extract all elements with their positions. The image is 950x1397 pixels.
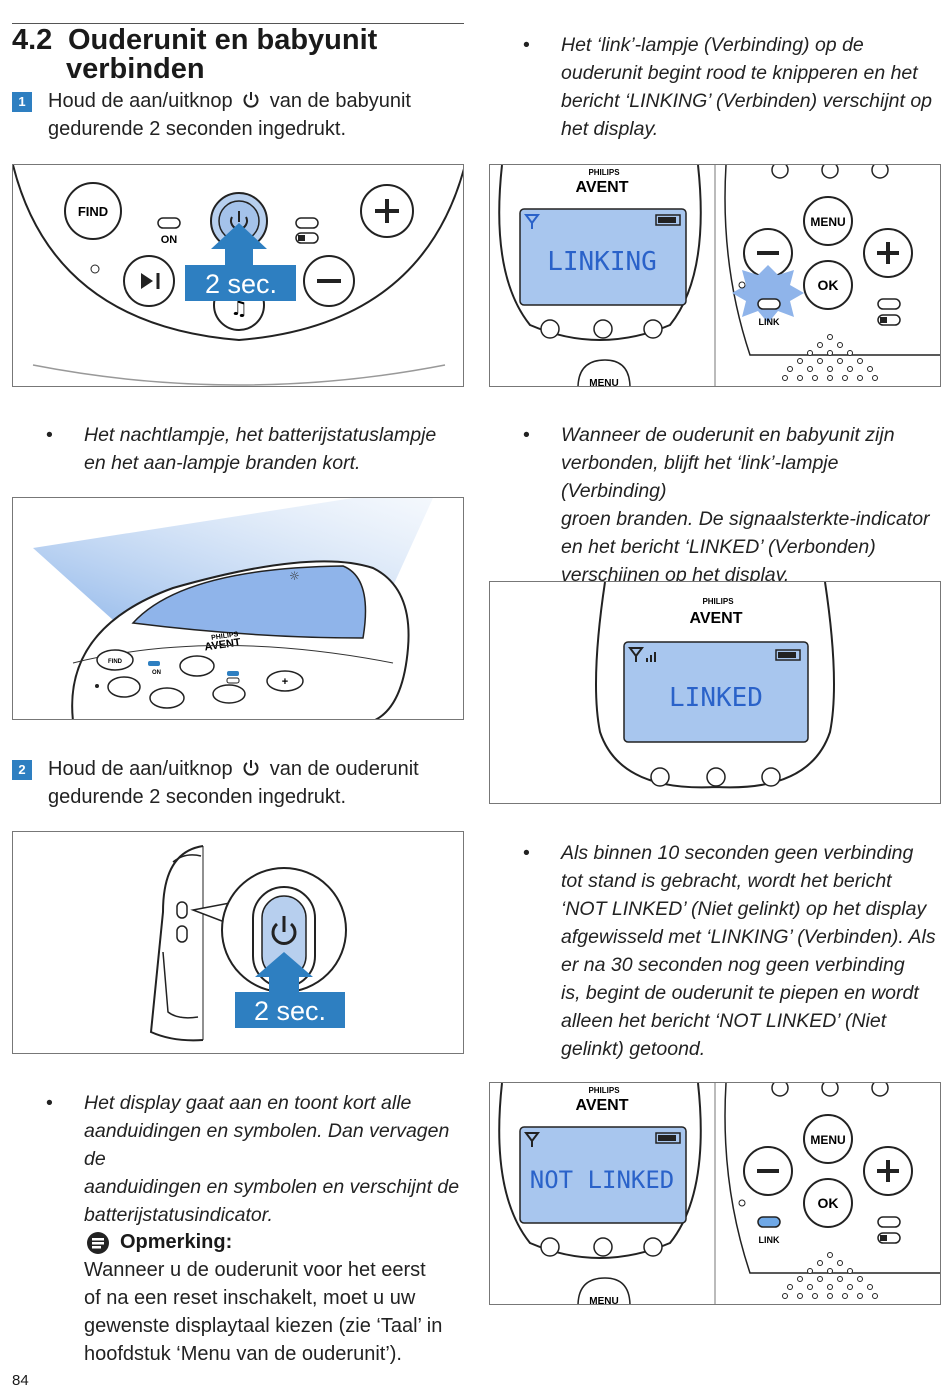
- figure-parent-side: 2 sec.: [12, 831, 464, 1054]
- b4-line6: is, begint de ouderunit te piepen en wor…: [561, 982, 919, 1004]
- note-title: Opmerking:: [120, 1231, 233, 1253]
- figure-baby-unit: FIND ON ♫ 2 sec.: [12, 164, 464, 387]
- section-heading: 4.2 Ouderunit en babyunit verbinden: [12, 26, 377, 84]
- section-title-line1: Ouderunit en babyunit: [68, 24, 378, 56]
- on-label-small: ON: [152, 670, 161, 676]
- step-1-line1-after: van de babyunit: [269, 90, 411, 112]
- lullaby-icon: ♫: [230, 296, 248, 320]
- link-label-3: LINK: [759, 1235, 780, 1245]
- note-line4: hoofdstuk ‘Menu van de ouderunit’).: [84, 1343, 402, 1365]
- step-badge-1: 1: [12, 92, 32, 112]
- b4-line4: afgewisseld met ‘LINKING’ (Verbinden). A…: [561, 926, 936, 948]
- b4-line8: gelinkt) getoond.: [561, 1038, 706, 1060]
- b3-line1: Wanneer de ouderunit en babyunit zijn: [561, 424, 895, 446]
- b1-line4: het display.: [561, 118, 659, 140]
- night-light-icon: ☼: [289, 569, 300, 583]
- lcd-linking: LINKING: [547, 247, 657, 277]
- b4-line2: tot stand is gebracht, wordt het bericht: [561, 870, 892, 892]
- brand-philips-3: PHILIPS: [588, 1086, 620, 1095]
- svg-text:+: +: [282, 676, 288, 688]
- menu-label-3: MENU: [810, 1133, 845, 1147]
- bullet-night-light: • Het nachtlampje, het batterijstatuslam…: [46, 424, 437, 474]
- duration-badge-2: 2 sec.: [254, 996, 326, 1026]
- step-1-line2: gedurende 2 seconden ingedrukt.: [48, 118, 347, 140]
- figure-baby-unit-light: ☼ PHILIPS AVENT FIND ON +: [12, 497, 464, 720]
- b3-line5: verschijnen op het display.: [561, 564, 790, 586]
- b2-line2: en het aan-lampje branden kort.: [84, 452, 361, 474]
- b5-line1: Het display gaat aan en toont kort alle: [84, 1092, 412, 1114]
- step-1-line1: Houd de aan/uitknop: [48, 90, 233, 112]
- menu-label-1a: MENU: [589, 378, 618, 387]
- ok-label-3: OK: [818, 1195, 839, 1211]
- ok-label-1: OK: [818, 277, 839, 293]
- figure-linked: PHILIPS AVENT LINKED: [489, 581, 941, 804]
- bullet-link-light: • Het ‘link’-lampje (Verbinding) op de o…: [523, 34, 933, 140]
- top-rule: [12, 23, 464, 24]
- b3-line3: groen branden. De signaalsterkte-indicat…: [561, 508, 930, 530]
- step-2-line2: gedurende 2 seconden ingedrukt.: [48, 786, 347, 808]
- b5-line4: batterijstatusindicator.: [84, 1204, 273, 1226]
- b4-line3: ‘NOT LINKED’ (Niet gelinkt) op het displ…: [561, 898, 927, 920]
- brand-avent-3: AVENT: [575, 1097, 628, 1114]
- step-1-text: Houd de aan/uitknop van de babyunit gedu…: [48, 87, 411, 143]
- duration-badge: 2 sec.: [205, 269, 277, 299]
- lcd-linked: LINKED: [669, 683, 763, 713]
- note-line2: of na een reset inschakelt, moet u uw: [84, 1287, 416, 1309]
- note-line3: gewenste displaytaal kiezen (zie ‘Taal’ …: [84, 1315, 443, 1337]
- bullet-linked: • Wanneer de ouderunit en babyunit zijn …: [523, 424, 930, 586]
- on-label: ON: [161, 234, 178, 246]
- figure-not-linked: PHILIPS AVENT NOT LINKED MENU MENU OK LI…: [489, 1082, 941, 1305]
- bullet-not-linked: • Als binnen 10 seconden geen verbinding…: [523, 842, 936, 1060]
- b1-line1: Het ‘link’-lampje (Verbinding) op de: [561, 34, 864, 56]
- step-2-line1-after: van de ouderunit: [269, 758, 419, 780]
- b5-line3: aanduidingen en symbolen en verschijnt d…: [84, 1176, 460, 1198]
- brand-avent-1: AVENT: [575, 179, 628, 196]
- b3-line2: verbonden, blijft het ‘link’-lampje (Ver…: [561, 452, 839, 502]
- brand-philips-1: PHILIPS: [588, 168, 620, 177]
- find-label: FIND: [78, 204, 108, 219]
- step-badge-2: 2: [12, 760, 32, 780]
- section-number: 4.2: [12, 24, 53, 56]
- menu-label-1: MENU: [810, 215, 845, 229]
- figure-linking: PHILIPS AVENT LINKING MENU MENU OK LINK: [489, 164, 941, 387]
- b1-line3: bericht ‘LINKING’ (Verbinden) verschijnt…: [561, 90, 933, 112]
- note-line1: Wanneer u de ouderunit voor het eerst: [84, 1259, 426, 1281]
- brand-philips-small: PHILIPS: [211, 631, 239, 642]
- section-title-line2: verbinden: [66, 53, 205, 85]
- b3-line4: en het bericht ‘LINKED’ (Verbonden): [561, 536, 876, 558]
- b5-line2: aanduidingen en symbolen. Dan vervagen d…: [84, 1120, 450, 1170]
- page-number: 84: [12, 1372, 29, 1389]
- menu-label-3a: MENU: [589, 1296, 618, 1305]
- brand-avent-2: AVENT: [689, 610, 742, 627]
- note-text: Wanneer u de ouderunit voor het eerst of…: [84, 1256, 464, 1368]
- find-label-small: FIND: [108, 659, 123, 665]
- b1-line2: ouderunit begint rood te knipperen en he…: [561, 62, 918, 84]
- step-2-text: Houd de aan/uitknop van de ouderunit ged…: [48, 755, 419, 811]
- link-label-1: LINK: [759, 317, 780, 327]
- power-icon-2: [243, 760, 259, 776]
- step-2-line1: Houd de aan/uitknop: [48, 758, 233, 780]
- note-icon: [87, 1232, 109, 1254]
- bullet-display-on: • Het display gaat aan en toont kort all…: [46, 1092, 460, 1226]
- lcd-not-linked: NOT LINKED: [530, 1166, 675, 1194]
- b4-line1: Als binnen 10 seconden geen verbinding: [561, 842, 914, 864]
- b4-line5: er na 30 seconden nog geen verbinding: [561, 954, 905, 976]
- b4-line7: alleen het bericht ‘NOT LINKED’ (Niet: [561, 1010, 887, 1032]
- power-icon: [243, 92, 259, 108]
- brand-philips-2: PHILIPS: [702, 597, 734, 606]
- b2-line1: Het nachtlampje, het batterijstatuslampj…: [84, 424, 437, 446]
